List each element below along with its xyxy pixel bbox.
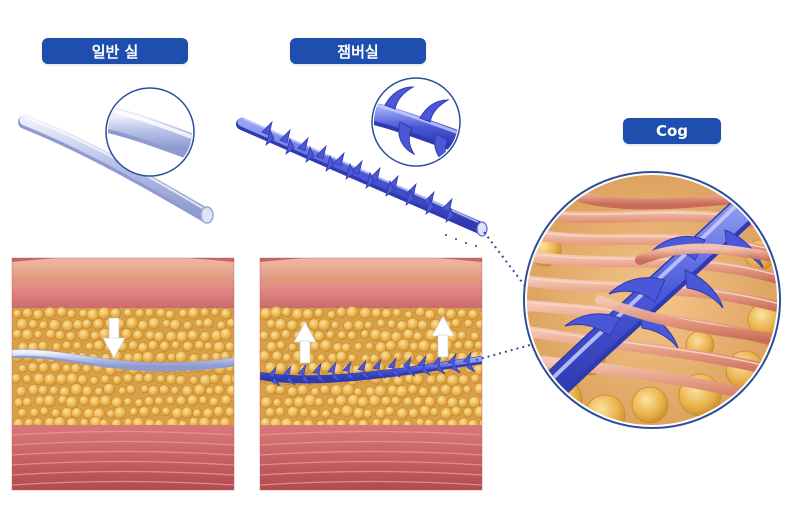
skin-block-plain [11, 257, 235, 491]
magnifier-circle-icon [371, 77, 461, 167]
plain-thread [18, 114, 214, 224]
down-arrow-icon [102, 317, 126, 359]
up-arrow-icon [431, 315, 455, 358]
label-cog: Cog [623, 118, 721, 144]
connector-lines [475, 231, 531, 361]
label-plain-thread: 일반 실 [42, 38, 188, 64]
zoom-circle [523, 171, 781, 429]
up-arrow-icon [293, 321, 317, 364]
label-cog-thread: 잼버실 [290, 38, 426, 64]
cog-thread [236, 117, 488, 247]
skin-block-cog [259, 257, 483, 491]
